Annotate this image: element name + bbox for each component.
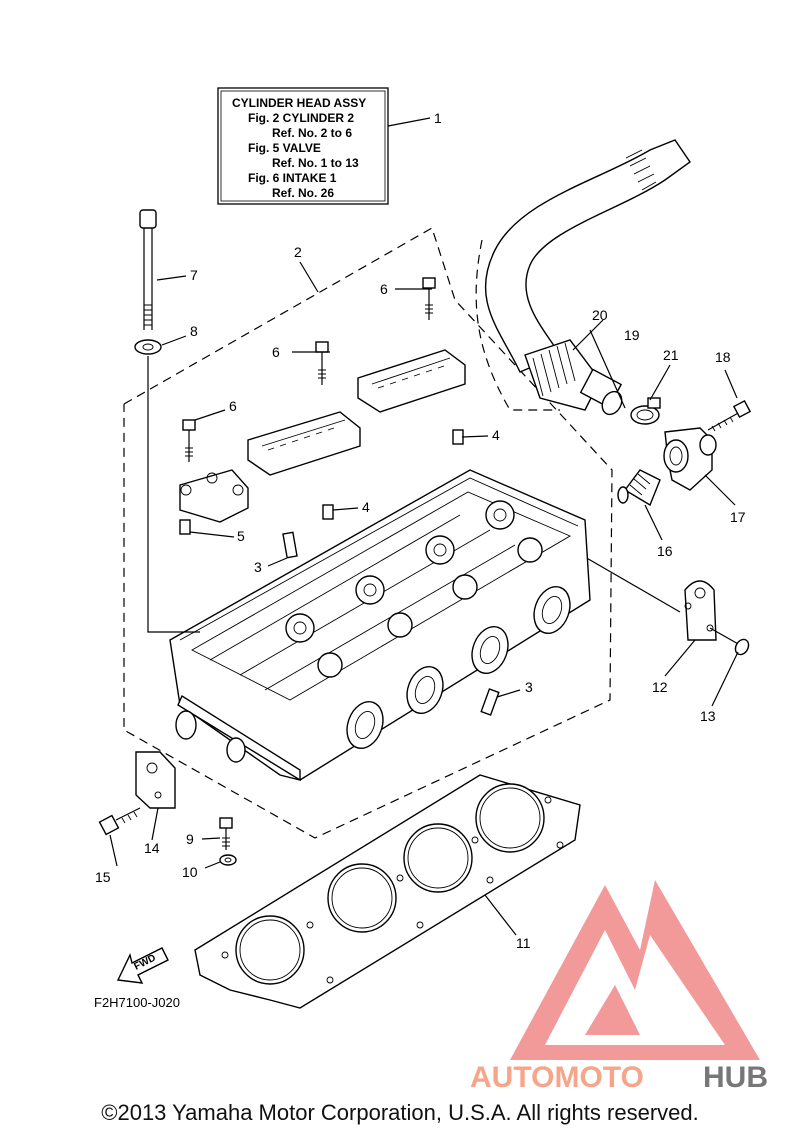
cap-bolt-6 [422,277,436,320]
callout-16: 16 [657,543,673,559]
side-port-2 [226,737,246,763]
guide-3 [480,688,500,716]
callout-9: 9 [186,831,194,847]
callout-6: 6 [229,398,237,414]
callout-21: 21 [663,347,679,363]
bracket-14 [135,751,176,809]
assembly-outline [123,227,613,839]
callout-17: 17 [730,509,746,525]
callout-2: 2 [294,244,302,260]
dowel-pin-4 [452,429,464,445]
callout-19: 19 [624,327,640,343]
callout-3: 3 [254,559,262,575]
callout-13: 13 [700,708,716,724]
callout-8: 8 [190,323,198,339]
bracket-12 [684,580,717,641]
callout-14: 14 [144,840,160,856]
diagram-reference-code: F2H7100-J020 [94,995,180,1010]
dowel-pin-5 [179,519,191,535]
temperature-sensor [617,469,661,507]
callouts: 1 2 3 3 4 4 5 6 6 6 7 8 9 10 11 12 13 14… [95,110,746,951]
washer-8 [134,339,162,355]
cylinder-head [169,469,591,782]
callout-15: 15 [95,869,111,885]
watermark-logo [510,880,760,1060]
thermostat-housing [663,427,717,491]
box-line: Fig. 6 INTAKE 1 [248,171,337,185]
camshaft-cap-left [179,469,249,523]
camshaft-journals [285,500,543,678]
callout-3: 3 [525,679,533,695]
callout-20: 20 [592,307,608,323]
dowel-pin-4 [322,504,334,520]
bolt-9 [219,817,233,850]
callout-6: 6 [380,281,388,297]
cap-bolt-6 [315,341,329,385]
leader-lines [109,275,739,936]
camshaft-cap-right [357,349,466,413]
callout-10: 10 [182,864,198,880]
reference-box: CYLINDER HEAD ASSY Fig. 2 CYLINDER 2 Ref… [217,87,431,205]
head-bolt-7 [139,209,157,330]
bolt-13 [709,627,750,656]
callout-4: 4 [492,427,500,443]
forward-arrow: FWD [116,947,169,984]
head-gasket [194,774,581,1009]
washer-10 [219,854,237,866]
callout-1: 1 [434,110,442,126]
watermark-text-b: HUB [703,1061,768,1094]
callout-6: 6 [272,344,280,360]
callout-7: 7 [190,267,198,283]
flange-bolt-15 [98,807,141,836]
callout-18: 18 [715,349,731,365]
camshaft-cap-middle [247,411,361,476]
callout-4: 4 [362,499,370,515]
box-line: Fig. 2 CYLINDER 2 [248,111,354,125]
box-line: Ref. No. 1 to 13 [272,156,359,170]
box-line: Ref. No. 26 [272,186,334,200]
cap-bolt-6 [182,419,196,462]
watermark-text-a: AUTOMOTO [470,1061,644,1094]
breather-hose [475,139,691,416]
box-title: CYLINDER HEAD ASSY [232,96,366,110]
copyright-notice: ©2013 Yamaha Motor Corporation, U.S.A. A… [101,1100,699,1125]
side-port [175,710,197,740]
callout-11: 11 [516,935,531,951]
callout-12: 12 [652,679,668,695]
exhaust-ports [346,586,571,749]
bolt-18 [707,399,752,432]
guide-3 [282,531,298,559]
box-line: Fig. 5 VALVE [248,141,321,155]
box-line: Ref. No. 2 to 6 [272,126,352,140]
callout-5: 5 [237,528,245,544]
hose-clamp [630,397,661,425]
